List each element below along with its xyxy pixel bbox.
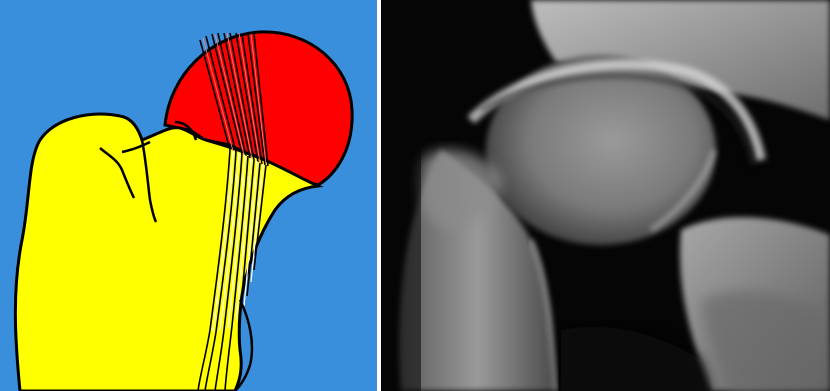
hip-radiograph <box>381 0 830 391</box>
femur-diagram <box>0 0 377 391</box>
femur-diagram-panel <box>0 0 377 391</box>
hip-radiograph-panel <box>381 0 830 391</box>
left-shadow <box>381 0 421 391</box>
